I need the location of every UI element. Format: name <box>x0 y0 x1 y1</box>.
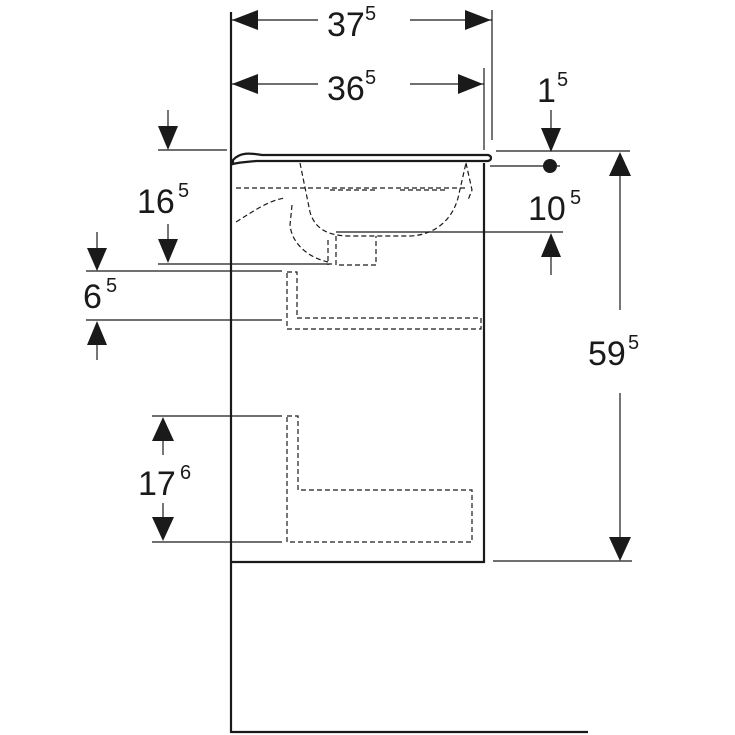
basin-bowl <box>299 162 467 237</box>
upper-drawer <box>286 271 482 330</box>
dim-1-sup: 5 <box>557 69 568 91</box>
cabinet-outline <box>231 163 486 564</box>
dim-10-arrow <box>541 233 561 257</box>
dim-6-value: 6 <box>83 278 102 316</box>
dim-6-sup: 5 <box>106 275 117 297</box>
dim-10-sup: 5 <box>570 187 581 209</box>
dim-36-sup: 5 <box>365 67 376 89</box>
dim-37-value: 37 <box>327 6 365 44</box>
dim-59-sup: 5 <box>628 332 639 354</box>
siphon <box>235 197 377 266</box>
dim-17-arrow-bottom <box>152 517 174 541</box>
dim-36-arrow-right <box>458 74 483 94</box>
dim-59-arrow-bottom <box>609 537 631 561</box>
dim-17-sup: 6 <box>180 462 191 484</box>
dim-37-arrow-left <box>232 10 258 30</box>
dim-1-value: 1 <box>537 72 556 110</box>
lower-drawer <box>286 415 473 543</box>
dim-17-value: 17 <box>138 465 176 503</box>
dim-37-arrow-right <box>465 10 491 30</box>
dim-36-arrow-left <box>232 74 258 94</box>
dim-16-arrow-bottom <box>158 239 178 263</box>
dim-37-sup: 5 <box>365 3 376 25</box>
dim-1-arrow <box>541 128 561 152</box>
dim-16-sup: 5 <box>178 180 189 202</box>
dim-6-arrow-bottom <box>87 321 107 345</box>
dim-17-arrow-top <box>152 417 174 441</box>
dim-59-value: 59 <box>588 335 626 373</box>
dim-16-value: 16 <box>137 183 175 221</box>
dim-59-arrow-top <box>609 152 631 176</box>
washbasin-top <box>231 152 493 166</box>
dim-36-value: 36 <box>327 70 365 108</box>
dim-16-arrow-top <box>158 126 178 150</box>
dim-10-value: 10 <box>528 190 566 228</box>
basin-edge-right <box>465 162 473 201</box>
dim-6-arrow-top <box>87 248 107 271</box>
